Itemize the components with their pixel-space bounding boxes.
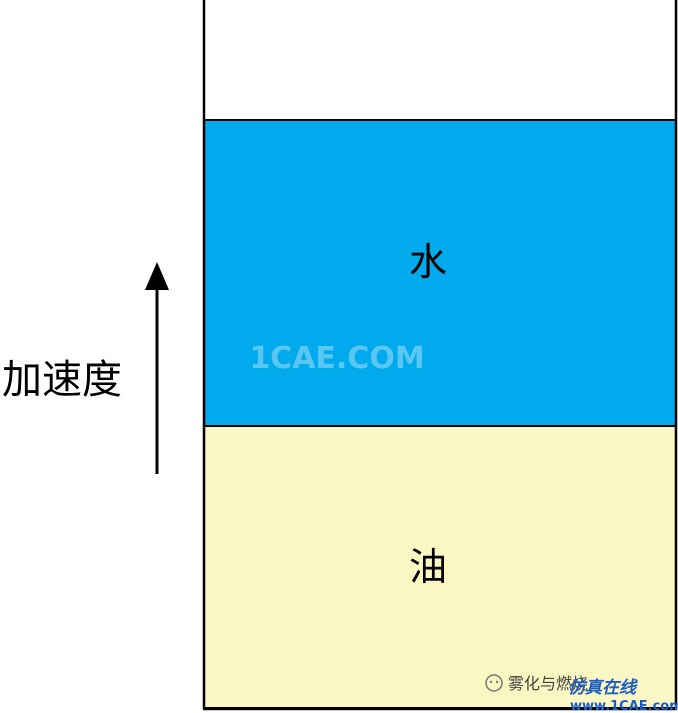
site-watermark-text: www.1CAE.com <box>570 699 678 713</box>
center-watermark: 1CAE.COM <box>249 341 424 376</box>
brand-watermark-text: 仿真在线 <box>568 678 638 698</box>
oil-layer <box>203 425 677 709</box>
oil-label: 油 <box>409 545 447 589</box>
acceleration-arrow-head <box>145 262 169 290</box>
water-layer <box>203 119 677 427</box>
channel-watermark-text: 雾化与燃烧 <box>508 674 588 693</box>
water-label: 水 <box>409 240 447 284</box>
acceleration-label: 加速度 <box>2 357 122 403</box>
bottom-watermark: 雾化与燃烧 仿真在线 www.1CAE.com <box>485 674 678 713</box>
wechat-icon <box>485 674 503 692</box>
